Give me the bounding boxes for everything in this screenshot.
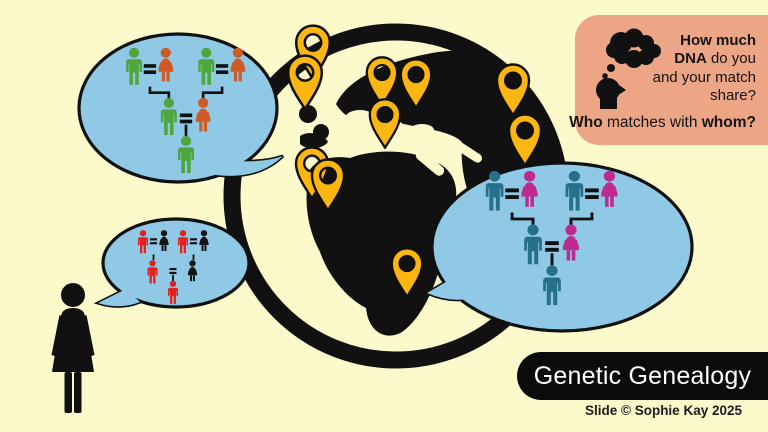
family-tree-diagram	[137, 230, 209, 304]
family-tree-diagram	[126, 47, 246, 174]
thought-question: How much DNA do you and your match share…	[652, 32, 756, 104]
slide-title: Genetic Genealogy	[533, 361, 752, 390]
title-bar: Genetic Genealogy	[517, 352, 768, 400]
woman-silhouette-icon	[51, 283, 95, 413]
credit-text: Slide © Sophie Kay 2025	[584, 403, 742, 418]
family-tree-diagram	[485, 170, 618, 306]
thought-box: How much DNA do you and your match share…	[569, 15, 768, 145]
thought-who-line: Who matches with whom?	[569, 114, 756, 131]
thinking-person-icon	[596, 28, 661, 109]
thought-question-bold: How much DNA	[674, 32, 756, 68]
